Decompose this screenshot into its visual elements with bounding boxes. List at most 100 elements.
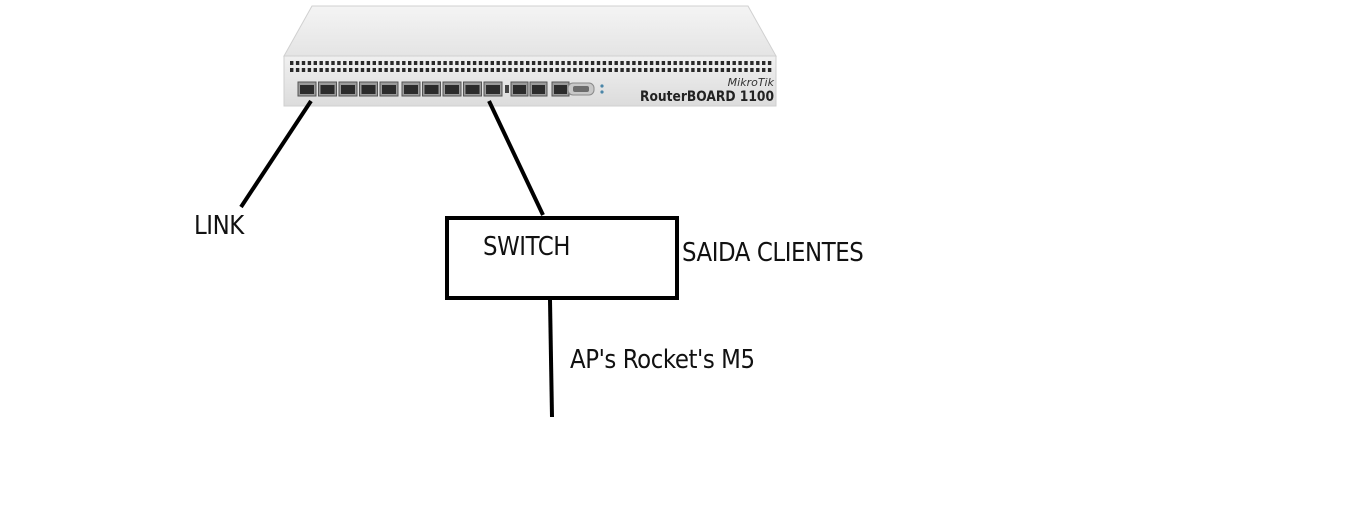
vent-slot xyxy=(543,61,548,65)
vent-slot xyxy=(396,68,400,72)
vent-slot xyxy=(744,68,748,72)
vent-slot xyxy=(496,61,500,65)
vent-slot xyxy=(331,61,335,65)
vent-slot xyxy=(354,61,359,65)
vent-slot xyxy=(549,68,553,72)
vent-slot xyxy=(661,68,666,72)
vent-slot xyxy=(449,68,453,72)
vent-slot xyxy=(738,61,742,65)
router-brand-logo: MikroTik xyxy=(728,76,775,89)
vent-slot xyxy=(726,61,730,65)
vent-slot xyxy=(732,68,736,72)
vent-slot xyxy=(567,68,571,72)
vent-slot xyxy=(408,61,412,65)
vent-slot xyxy=(313,68,317,72)
vent-slot xyxy=(431,68,435,72)
vent-slot xyxy=(537,68,542,72)
vent-slot xyxy=(720,61,725,65)
ethernet-port xyxy=(297,81,317,97)
vent-slot xyxy=(638,68,642,72)
vent-slot xyxy=(372,68,376,72)
router-vents xyxy=(290,61,772,72)
vent-slot xyxy=(290,61,294,65)
vent-slot xyxy=(349,68,353,72)
vent-slot xyxy=(691,68,695,72)
ethernet-port xyxy=(318,81,337,97)
vent-slot xyxy=(384,68,388,72)
vent-slot xyxy=(520,61,524,65)
vent-slot xyxy=(490,68,494,72)
vent-slot xyxy=(626,68,630,72)
vent-slot xyxy=(520,68,524,72)
switch-label: SWITCH xyxy=(483,232,571,262)
vent-slot xyxy=(767,68,772,72)
vent-slot xyxy=(319,68,323,72)
vent-slot xyxy=(502,61,506,65)
vent-slot xyxy=(567,61,571,65)
vent-slot xyxy=(502,68,506,72)
vent-slot xyxy=(697,61,701,65)
vent-slot xyxy=(714,68,719,72)
vent-slot xyxy=(349,61,353,65)
vent-slot xyxy=(443,68,447,72)
vent-slot xyxy=(561,61,565,65)
vent-slot xyxy=(644,68,648,72)
ethernet-port xyxy=(510,81,529,97)
vent-slot xyxy=(366,68,371,72)
vent-slot xyxy=(467,68,471,72)
link-connection-line xyxy=(239,99,313,209)
vent-slot xyxy=(667,68,671,72)
router-model-label: RouterBOARD 1100 xyxy=(640,89,774,105)
vent-slot xyxy=(691,61,695,65)
vent-slot xyxy=(508,61,512,65)
vent-slot xyxy=(508,68,512,72)
vent-slot xyxy=(526,68,530,72)
vent-slot xyxy=(396,61,400,65)
vent-slot xyxy=(649,61,654,65)
vent-slot xyxy=(413,68,418,72)
ethernet-port xyxy=(401,81,421,97)
vent-slot xyxy=(472,61,477,65)
vent-slot xyxy=(632,61,636,65)
ethernet-port xyxy=(529,81,548,97)
vent-slot xyxy=(590,61,595,65)
vent-slot xyxy=(366,61,371,65)
vent-slot xyxy=(673,61,677,65)
vent-slot xyxy=(697,68,701,72)
vent-slot xyxy=(372,61,376,65)
vent-slot xyxy=(325,68,329,72)
vent-slot xyxy=(549,61,553,65)
vent-slot xyxy=(685,68,689,72)
vent-slot xyxy=(295,68,300,72)
vent-slot xyxy=(402,68,406,72)
vent-slot xyxy=(478,61,483,65)
vent-slot xyxy=(655,68,660,72)
vent-slot xyxy=(390,61,394,65)
vent-slot xyxy=(762,68,766,72)
vent-slot xyxy=(602,61,607,65)
vent-slot xyxy=(437,68,441,72)
vent-slot xyxy=(708,61,713,65)
router-device: MikroTik RouterBOARD 1100 xyxy=(283,5,777,107)
vent-slot xyxy=(337,68,341,72)
vent-slot xyxy=(649,68,654,72)
router-ports xyxy=(297,81,570,97)
vent-slot xyxy=(413,61,418,65)
vent-slot xyxy=(467,61,471,65)
vent-slot xyxy=(331,68,335,72)
vent-slot xyxy=(514,61,518,65)
vent-slot xyxy=(419,61,424,65)
vent-slot xyxy=(343,61,347,65)
vent-slot xyxy=(343,68,347,72)
vent-slot xyxy=(750,68,754,72)
vent-slot xyxy=(313,61,317,65)
vent-slot xyxy=(608,61,612,65)
vent-slot xyxy=(360,61,365,65)
vent-slot xyxy=(561,68,565,72)
vent-slot xyxy=(455,61,459,65)
status-led xyxy=(600,90,604,94)
vent-slot xyxy=(408,68,412,72)
vent-slot xyxy=(526,61,530,65)
vent-slot xyxy=(738,68,742,72)
